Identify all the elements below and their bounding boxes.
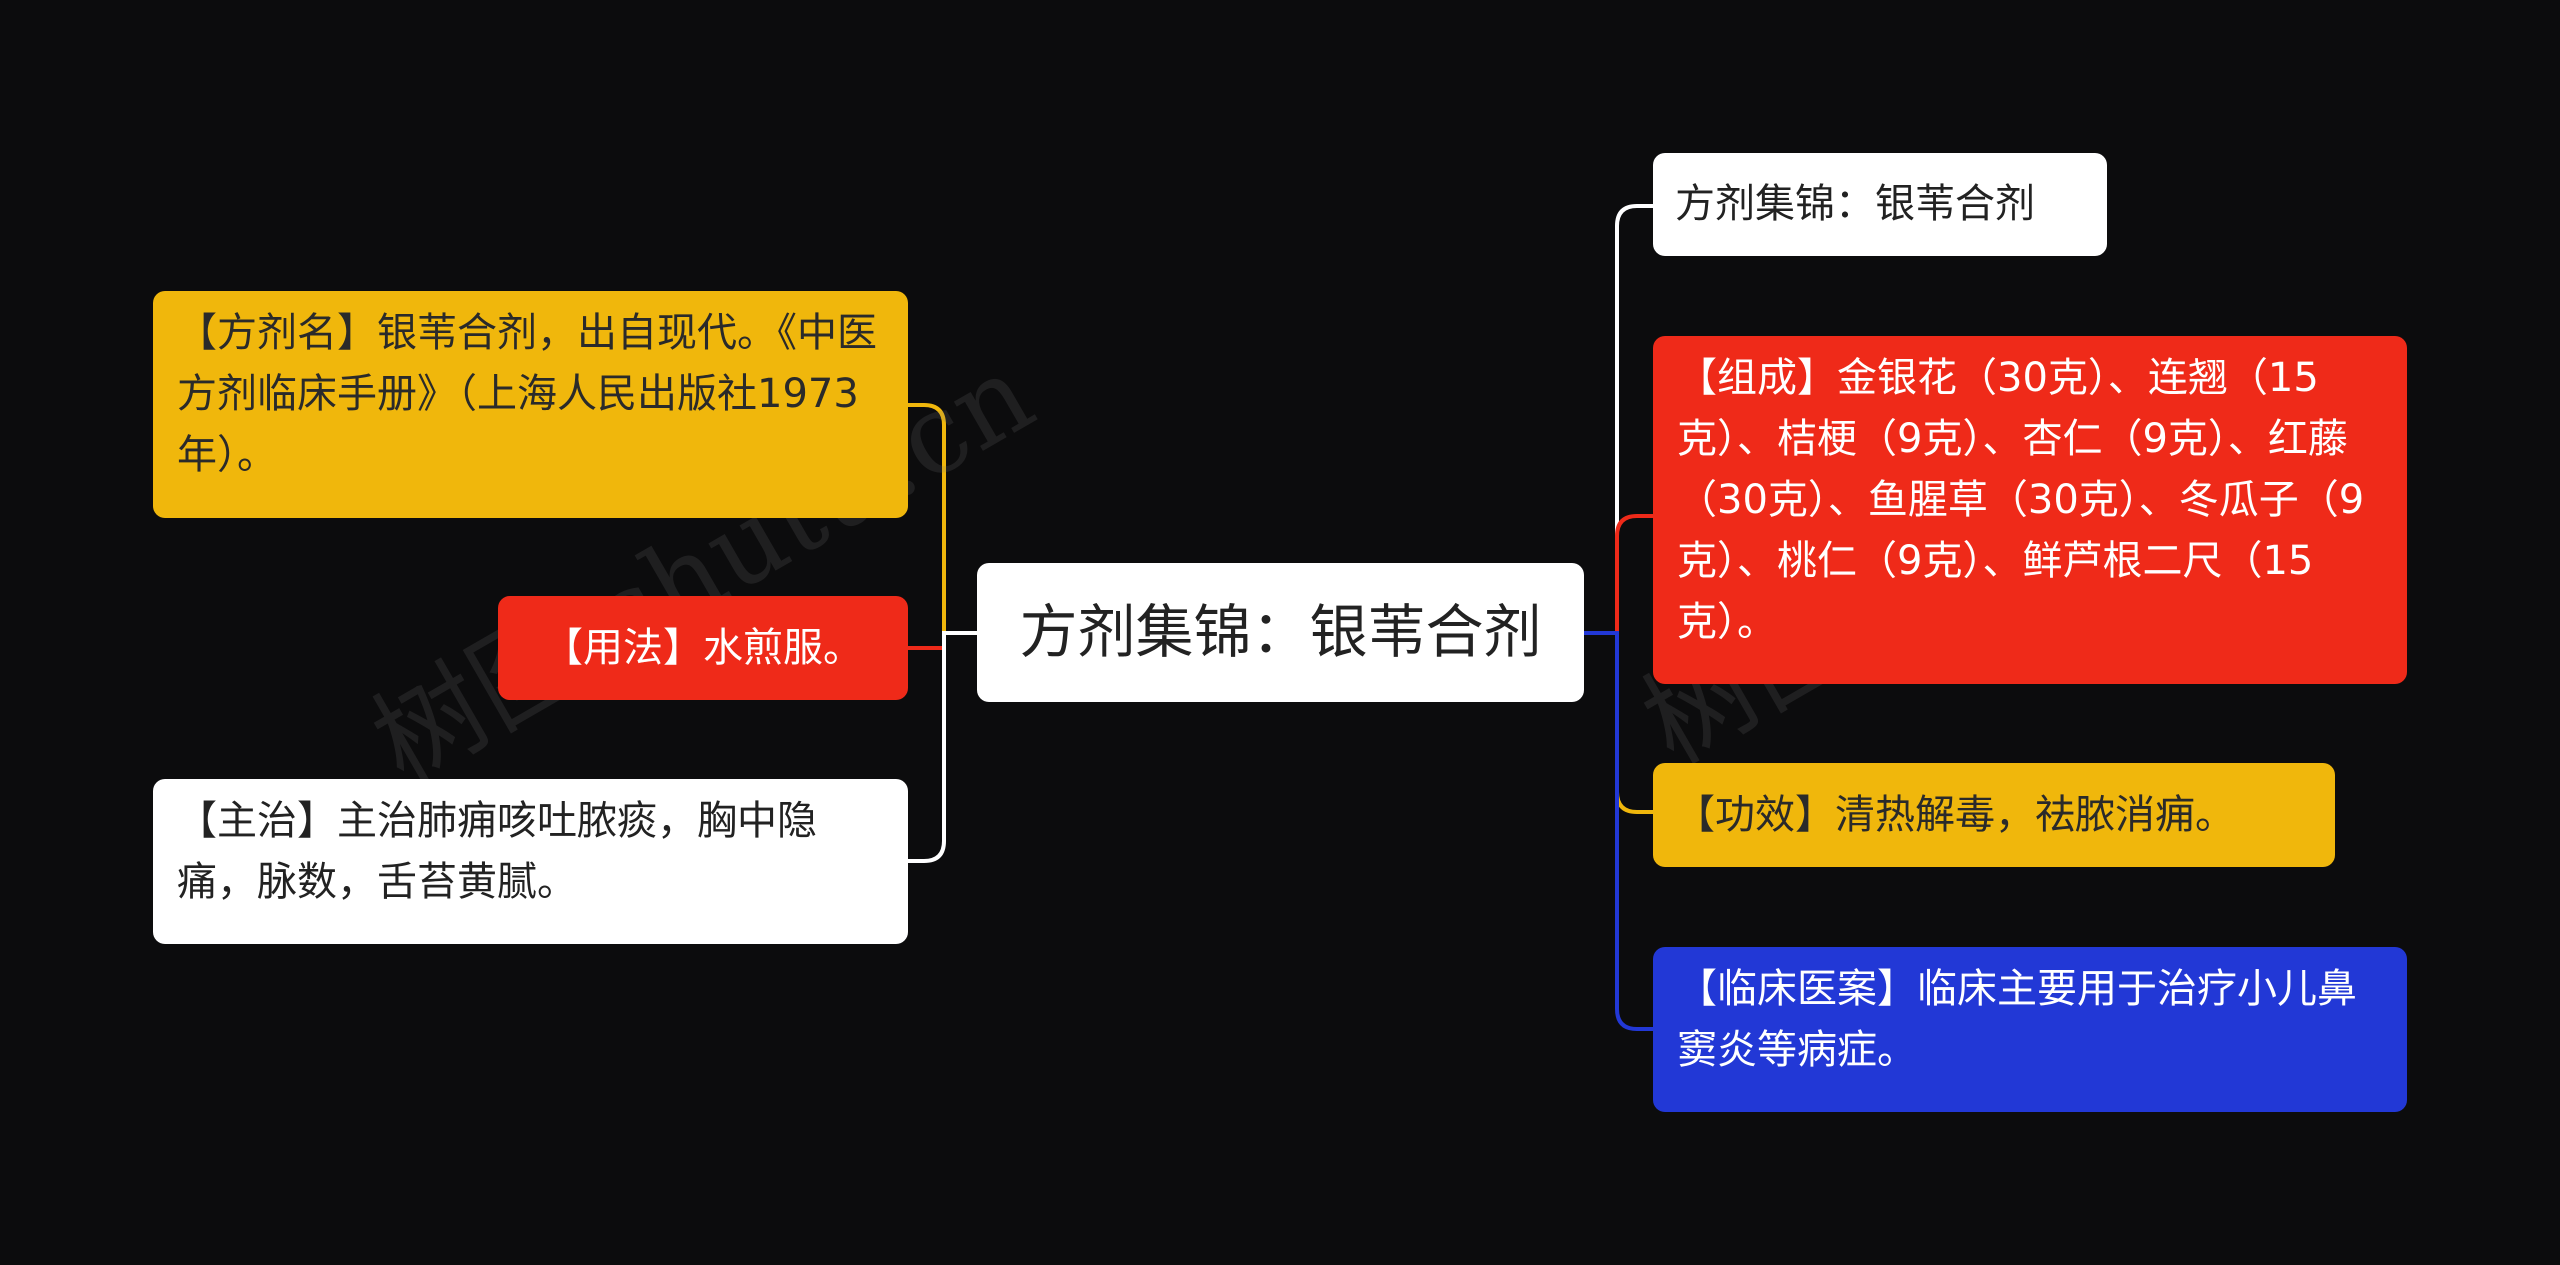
link-left-yellow [908,403,977,635]
node-clinical-cases[interactable]: 【临床医案】临床主要用于治疗小儿鼻窦炎等病症。 [1653,947,2407,1112]
link-right-red [1584,514,1653,635]
node-composition[interactable]: 【组成】金银花（30克）、连翘（15克）、桔梗（9克）、杏仁（9克）、红藤（30… [1653,336,2407,684]
node-efficacy[interactable]: 【功效】清热解毒，祛脓消痈。 [1653,763,2335,867]
link-right-blue [1584,631,1653,1031]
node-title[interactable]: 方剂集锦：银苇合剂 [1653,153,2107,256]
node-prescription-name[interactable]: 【方剂名】银苇合剂，出自现代。《中医方剂临床手册》（上海人民出版社1973年）。 [153,291,908,518]
node-usage[interactable]: 【用法】水煎服。 [498,596,908,700]
link-right-white [1584,204,1653,635]
link-left-white [908,631,977,863]
root-node[interactable]: 方剂集锦：银苇合剂 [977,563,1584,702]
node-indications[interactable]: 【主治】主治肺痈咳吐脓痰，胸中隐痛，脉数，舌苔黄腻。 [153,779,908,944]
